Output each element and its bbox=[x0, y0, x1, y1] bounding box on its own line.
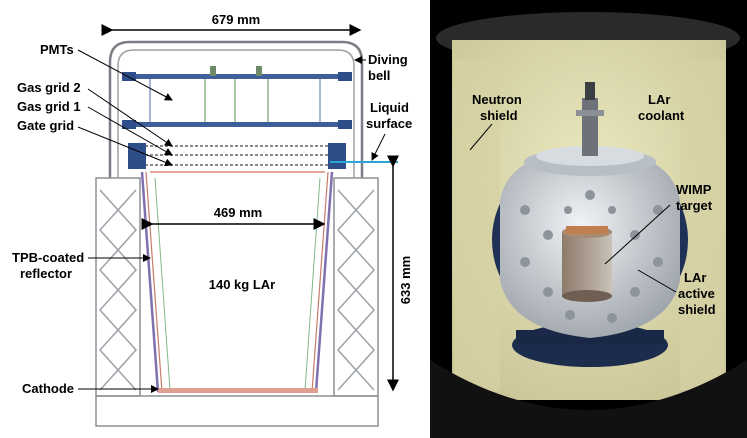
gas-grid-1-label: Gas grid 1 bbox=[17, 99, 81, 114]
inner-width-dimension: 469 mm bbox=[214, 205, 262, 220]
diving-bell-inner bbox=[117, 49, 355, 178]
tpb-label-line2: reflector bbox=[20, 266, 72, 281]
tpb-reflector bbox=[140, 171, 334, 393]
neutron-shield-label-line2: shield bbox=[480, 108, 518, 123]
wimp-target-label-line1: WIMP bbox=[676, 182, 712, 197]
pmts-label: PMTs bbox=[40, 42, 74, 57]
detector-render: Neutron shield LAr coolant WIMP target L… bbox=[430, 0, 747, 438]
lar-coolant-label-line2: coolant bbox=[638, 108, 685, 123]
lar-active-label-line3: shield bbox=[678, 302, 716, 317]
tpc-schematic-panel: 679 mm bbox=[12, 12, 413, 427]
gate-grid-leader bbox=[77, 126, 173, 167]
pmt-cables bbox=[149, 79, 321, 122]
shield-inner-wall bbox=[454, 60, 500, 400]
neutron-shield-leader bbox=[469, 123, 493, 151]
side-bracing bbox=[98, 189, 376, 391]
diving-bell-label-line1: Diving bbox=[368, 52, 408, 67]
wimp-target-cylinder bbox=[562, 232, 612, 296]
top-width-dimension: 679 mm bbox=[212, 12, 260, 27]
wimp-target-label-line2: target bbox=[676, 198, 713, 213]
tpb-label-line1: TPB-coated bbox=[12, 250, 84, 265]
lar-coolant-label-line1: LAr bbox=[648, 92, 670, 107]
sphere-bumps bbox=[520, 190, 663, 323]
liquid-surface-label-line2: surface bbox=[366, 116, 412, 131]
neutron-shield-label-line1: Neutron bbox=[472, 92, 522, 107]
gas-grid-2-label: Gas grid 2 bbox=[17, 80, 81, 95]
top-stem bbox=[582, 98, 598, 156]
cathode-label: Cathode bbox=[22, 381, 74, 396]
pmt-array-lower bbox=[122, 120, 352, 129]
wimp-target-leader bbox=[604, 204, 671, 265]
diving-bell-outline bbox=[108, 40, 364, 178]
tank-bottom bbox=[430, 360, 747, 438]
gas-grid-2-leader bbox=[87, 88, 173, 147]
detector-render-panel: Neutron shield LAr coolant WIMP target L… bbox=[430, 0, 747, 438]
diving-bell-label-line2: bell bbox=[368, 68, 390, 83]
grids bbox=[128, 143, 346, 169]
outer-vessel bbox=[95, 177, 379, 427]
cathode-plate bbox=[158, 388, 318, 393]
pmt-array-upper bbox=[122, 66, 352, 81]
pmts-leader bbox=[77, 49, 173, 101]
gate-grid-label: Gate grid bbox=[17, 118, 74, 133]
lar-mass-label: 140 kg LAr bbox=[209, 277, 275, 292]
lar-active-leader bbox=[637, 269, 677, 293]
liquid-surface-leader bbox=[371, 133, 386, 161]
liquid-surface-label-line1: Liquid bbox=[370, 100, 409, 115]
pmt-supports bbox=[204, 79, 269, 122]
lar-active-label-line1: LAr bbox=[684, 270, 706, 285]
height-dimension: 633 mm bbox=[398, 256, 413, 304]
tpc-schematic: 679 mm bbox=[12, 12, 413, 427]
gas-grid-1-leader bbox=[87, 106, 173, 156]
lar-active-label-line2: active bbox=[678, 286, 715, 301]
